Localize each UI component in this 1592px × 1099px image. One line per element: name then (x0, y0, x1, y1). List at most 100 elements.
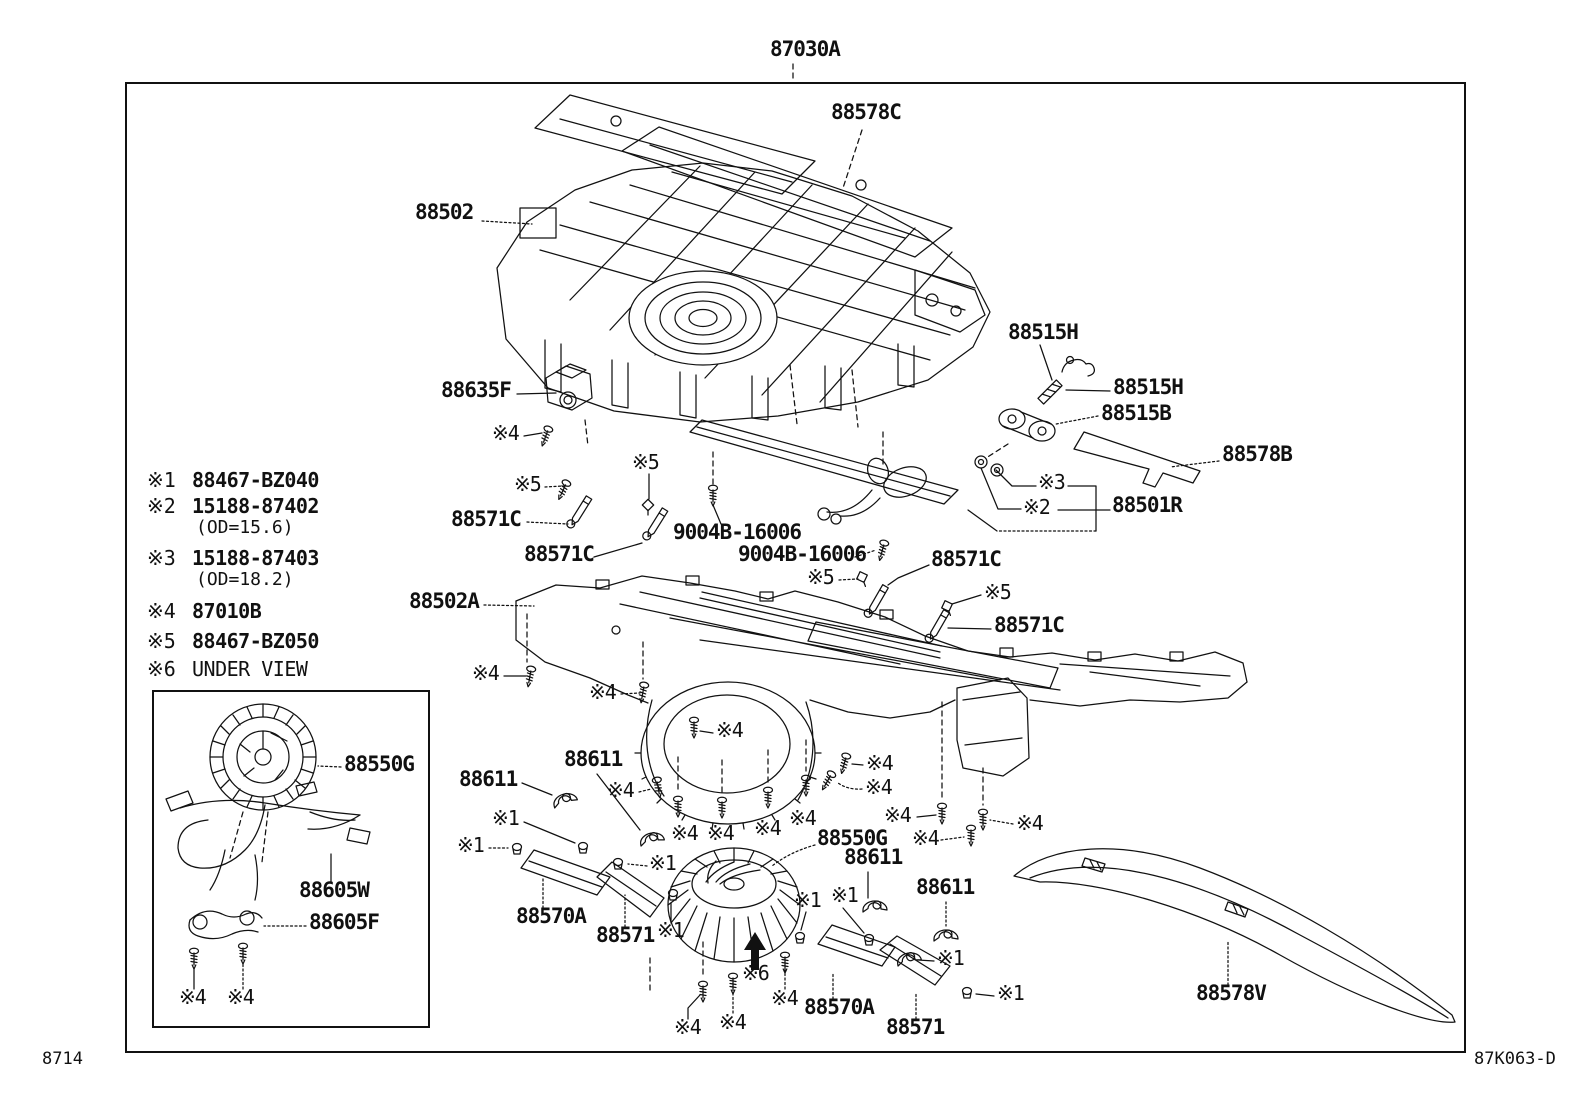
diagram-frame (125, 82, 1466, 1053)
marker-label: ※1 (997, 981, 1025, 1005)
screw-icon (554, 478, 573, 502)
part-label: 88635F (441, 378, 512, 402)
dotted-leader-lines (242, 220, 1229, 1020)
legend-code: 88467-BZ040 (192, 468, 319, 492)
marker-label: ※4 (865, 775, 893, 799)
part-label: 88571 (886, 1015, 945, 1039)
under-view-inset-frame (152, 690, 430, 1028)
legend-marker: ※2 (147, 494, 176, 518)
marker-label: ※4 (716, 718, 744, 742)
marker-label: ※1 (649, 851, 677, 875)
clip-icon (551, 790, 579, 809)
legend-marker: ※4 (147, 599, 176, 623)
bolt-icon (794, 931, 806, 944)
legend-code: 88467-BZ050 (192, 629, 319, 653)
part-label: 88611 (459, 767, 518, 791)
dashed-leader-lines (229, 63, 1009, 991)
part-88502-upper-case (496, 162, 991, 423)
part-88515H-clip (1061, 355, 1095, 377)
clip-icon (895, 950, 923, 967)
marker-label: ※4 (771, 986, 799, 1010)
part-label: 88578V (1196, 981, 1267, 1005)
screw-icon (854, 569, 872, 589)
part-88570A-88571-strip-right (817, 924, 951, 986)
part-label: 88571C (524, 542, 595, 566)
part-label: 88571C (994, 613, 1065, 637)
o-ring-icon (974, 455, 988, 469)
clip-icon (933, 929, 959, 942)
marker-label: ※4 (227, 985, 255, 1009)
part-label: 88571 (596, 923, 655, 947)
screw-icon (874, 538, 890, 563)
screw-icon (672, 795, 684, 818)
part-88570A-88571-strip-left (520, 849, 665, 918)
part-88515H-pin (1037, 379, 1063, 405)
legend-code: 87010B (192, 599, 262, 623)
marker-label: ※5 (984, 580, 1012, 604)
marker-label: ※5 (514, 472, 542, 496)
pin-icon (923, 607, 950, 645)
marker-label: ※4 (1016, 811, 1044, 835)
pin-icon (640, 506, 669, 543)
legend-marker: ※5 (147, 629, 176, 653)
part-label: 88611 (564, 747, 623, 771)
part-88578V-panel (1013, 848, 1456, 1023)
marker-label: ※1 (457, 833, 485, 857)
part-label: 88550G (344, 752, 415, 776)
marker-label: ※1 (492, 806, 520, 830)
corner-code: 87K063-D (1474, 1049, 1556, 1069)
under-view-arrow-icon (744, 932, 766, 970)
legend-code: UNDER VIEW (192, 657, 308, 681)
marker-label: ※5 (632, 450, 660, 474)
legend-note: (OD=15.6) (196, 517, 294, 538)
clip-icon (638, 830, 666, 847)
marker-label: ※5 (807, 565, 835, 589)
legend-marker: ※3 (147, 546, 176, 570)
screw-icon (716, 796, 728, 819)
screw-icon (688, 716, 700, 739)
marker-label: ※4 (754, 816, 782, 840)
part-label: 87030A (770, 37, 841, 61)
marker-label: ※4 (589, 680, 617, 704)
clip-icon (862, 900, 888, 913)
legend-note: (OD=18.2) (196, 569, 294, 590)
screw-icon (697, 980, 709, 1003)
part-label: 88611 (916, 875, 975, 899)
marker-label: ※4 (884, 803, 912, 827)
bolt-icon (961, 986, 973, 999)
pin-icon (564, 494, 593, 531)
part-label: 88571C (451, 507, 522, 531)
marker-label: ※4 (472, 661, 500, 685)
screw-icon (651, 775, 666, 800)
screw-icon (965, 824, 977, 847)
part-label: 9004B-16006 (738, 542, 867, 566)
part-label: 88515B (1101, 401, 1172, 425)
part-label: 88550G (817, 826, 888, 850)
part-label: 9004B-16006 (673, 520, 802, 544)
marker-label: ※4 (707, 821, 735, 845)
part-label: 88571C (931, 547, 1002, 571)
marker-label: ※4 (912, 826, 940, 850)
marker-label: ※1 (794, 888, 822, 912)
marker-label: ※1 (937, 946, 965, 970)
marker-label: ※4 (674, 1015, 702, 1039)
part-88515B-valve (998, 408, 1056, 442)
o-ring-icon (990, 463, 1004, 477)
marker-label: ※4 (492, 421, 520, 445)
part-label: 88578C (831, 100, 902, 124)
screw-icon (707, 484, 719, 507)
part-88501R-pipe-assembly (689, 419, 1004, 525)
marker-label: ※4 (789, 806, 817, 830)
part-label: 88515H (1113, 375, 1184, 399)
marker-label: ※1 (657, 918, 685, 942)
part-label: 88502A (409, 589, 480, 613)
screw-icon (762, 786, 774, 809)
bolt-icon (863, 933, 875, 946)
screw-icon (836, 751, 852, 776)
part-87030A-cover-strip (534, 94, 816, 195)
marker-label: ※2 (1023, 495, 1051, 519)
part-label: 88578B (1222, 442, 1293, 466)
part-label: 88570A (516, 904, 587, 928)
